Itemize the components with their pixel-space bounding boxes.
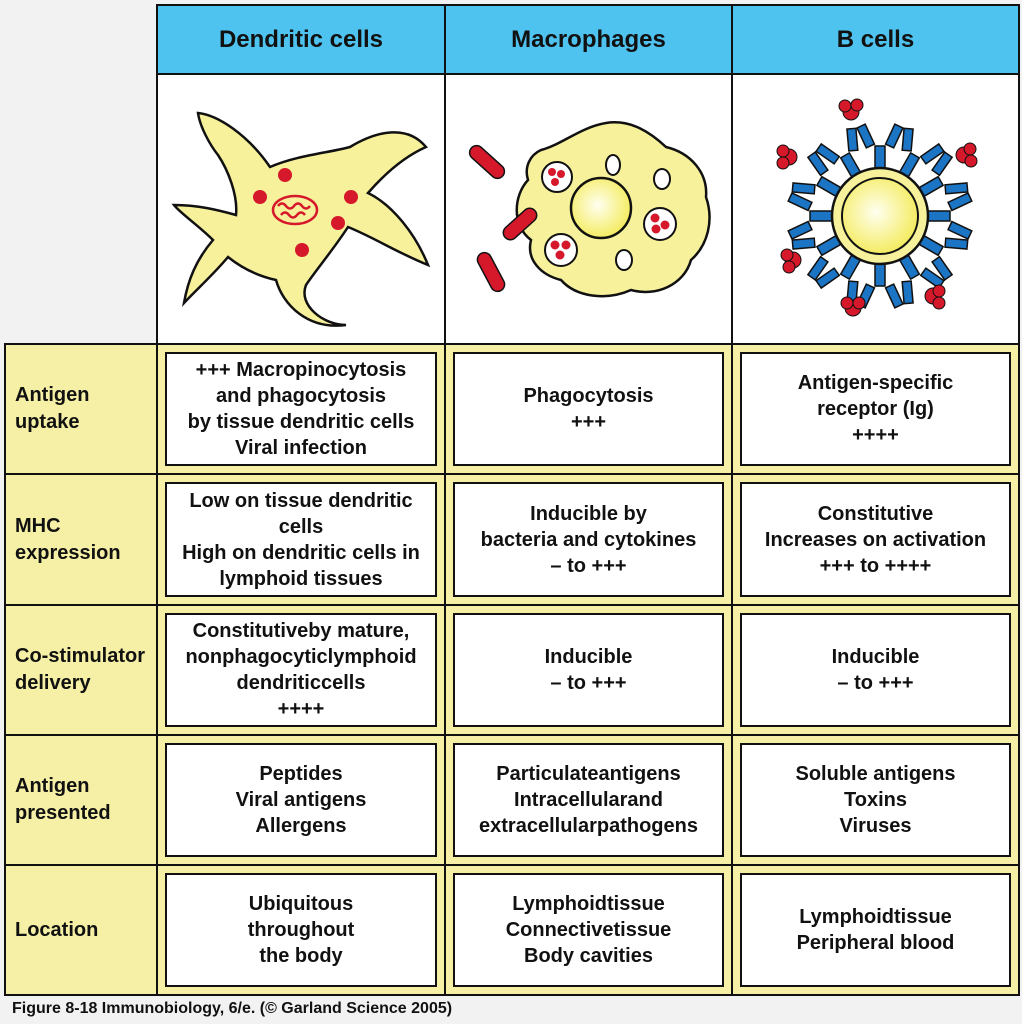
row-label: MHC expression [4, 473, 158, 606]
receptor-mark [815, 127, 862, 178]
table-cell: Constitutive Increases on activation +++… [731, 473, 1020, 606]
table-cell: Inducible – to +++ [444, 604, 733, 736]
table-cell: Inducible – to +++ [731, 604, 1020, 736]
cell-text: Inducible – to +++ [740, 613, 1011, 727]
cell-text: Particulateantigens Intracellularand ext… [453, 743, 724, 857]
row-label: Co-stimulator delivery [4, 604, 158, 736]
column-header-dendritic-cells: Dendritic cells [156, 4, 446, 75]
receptor-mark [918, 234, 969, 281]
row-label: Antigen uptake [4, 343, 158, 475]
cell-text: Inducible – to +++ [453, 613, 724, 727]
row-label: Antigen presented [4, 734, 158, 866]
receptor-mark [787, 192, 833, 240]
macrophage-icon [468, 121, 711, 298]
macrophage-illustration [444, 73, 733, 345]
column-header-b-cells: B cells [731, 4, 1020, 75]
receptor-mark [918, 151, 969, 198]
cell-text: Soluble antigens Toxins Viruses [740, 743, 1011, 857]
b-cell-illustration [731, 73, 1020, 345]
table-cell: Inducible by bacteria and cytokines – to… [444, 473, 733, 606]
table-cell: Constitutiveby mature, nonphagocyticlymp… [156, 604, 446, 736]
table-cell: Lymphoidtissue Peripheral blood [731, 864, 1020, 996]
table-cell: Peptides Viral antigens Allergens [156, 734, 446, 866]
dendritic-cell-icon [171, 111, 431, 327]
cell-text: Phagocytosis +++ [453, 352, 724, 466]
receptor-mark [898, 254, 945, 305]
receptor-mark [856, 123, 904, 169]
receptor-mark [815, 254, 862, 305]
cell-text: Low on tissue dendritic cells High on de… [165, 482, 437, 597]
table-cell: Soluble antigens Toxins Viruses [731, 734, 1020, 866]
row-label: Location [4, 864, 158, 996]
cell-text: Lymphoidtissue Connectivetissue Body cav… [453, 873, 724, 987]
receptor-mark [927, 192, 973, 240]
column-header-macrophages: Macrophages [444, 4, 733, 75]
table-cell: +++ Macropinocytosis and phagocytosis by… [156, 343, 446, 475]
receptor-mark [791, 151, 842, 198]
cell-text: Peptides Viral antigens Allergens [165, 743, 437, 857]
table-cell: Low on tissue dendritic cells High on de… [156, 473, 446, 606]
receptor-mark [791, 234, 842, 281]
figure-caption: Figure 8-18 Immunobiology, 6/e. (© Garla… [12, 1000, 453, 1017]
table-cell: Phagocytosis +++ [444, 343, 733, 475]
table-cell: Ubiquitous throughout the body [156, 864, 446, 996]
cell-text: Inducible by bacteria and cytokines – to… [453, 482, 724, 597]
table-cell: Lymphoidtissue Connectivetissue Body cav… [444, 864, 733, 996]
cell-text: Constitutive Increases on activation +++… [740, 482, 1011, 597]
cell-text: Lymphoidtissue Peripheral blood [740, 873, 1011, 987]
cell-text: Antigen-specific receptor (Ig) ++++ [740, 352, 1011, 466]
b-cell-icon [776, 98, 978, 317]
cell-text: +++ Macropinocytosis and phagocytosis by… [165, 352, 437, 466]
table-cell: Antigen-specific receptor (Ig) ++++ [731, 343, 1020, 475]
table-cell: Particulateantigens Intracellularand ext… [444, 734, 733, 866]
cell-text: Constitutiveby mature, nonphagocyticlymp… [165, 613, 437, 727]
cell-text: Ubiquitous throughout the body [165, 873, 437, 987]
dendritic-cell-illustration [156, 73, 446, 345]
